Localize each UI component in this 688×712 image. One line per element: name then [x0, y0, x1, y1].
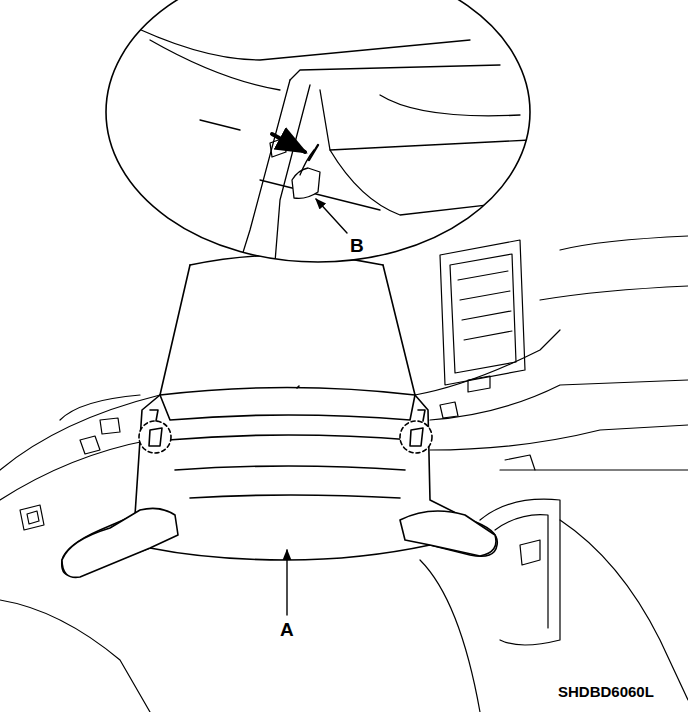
illustration-line — [560, 236, 688, 250]
illustration-line — [500, 469, 688, 470]
illustration-line — [150, 410, 425, 421]
illustration-line — [309, 145, 318, 160]
illustration-line — [200, 120, 240, 130]
illustration-line — [560, 520, 688, 700]
illustration-line — [420, 560, 480, 712]
illustration-line — [168, 435, 412, 440]
illustration-line — [410, 428, 423, 446]
illustration-line — [20, 505, 44, 530]
illustration-line — [400, 511, 496, 556]
illustration-line — [430, 425, 688, 450]
illustration-line — [0, 440, 150, 500]
illustration-line — [520, 540, 540, 565]
push-arrow — [272, 134, 305, 152]
illustration-line — [495, 515, 548, 628]
illustration-line — [440, 240, 525, 385]
illustration-line — [320, 90, 530, 150]
illustration-line — [380, 95, 520, 116]
part-label: A — [280, 620, 294, 639]
interior-trim — [0, 236, 688, 712]
illustration-line — [297, 386, 299, 388]
detail-circle — [106, 0, 530, 262]
detail-view — [120, 20, 530, 262]
illustration-line — [120, 20, 470, 60]
illustration-line — [0, 395, 160, 470]
illustration-line — [450, 254, 516, 373]
illustration-line — [383, 265, 415, 395]
illustration-line — [160, 265, 190, 395]
illustration-line — [430, 380, 688, 420]
illustration-line — [175, 466, 405, 470]
illustration-line — [100, 418, 120, 434]
leader-line — [316, 199, 347, 233]
illustration-line — [468, 376, 490, 392]
illustration-line — [292, 168, 320, 198]
detail-lens — [160, 255, 415, 395]
illustration-line — [190, 495, 400, 498]
illustration-line — [27, 511, 39, 524]
clip-circle — [139, 410, 432, 453]
illustration-line — [149, 428, 162, 446]
hand — [62, 508, 496, 577]
illustration-line — [260, 180, 380, 210]
illustration-line — [60, 395, 140, 420]
illustration-line — [505, 455, 535, 470]
illustration-line — [160, 395, 415, 420]
illustration-line — [240, 80, 290, 262]
leader-line — [286, 550, 287, 615]
illustration-line — [400, 421, 432, 453]
illustration-line — [80, 436, 100, 454]
illustration-line — [0, 600, 150, 712]
illustration-line — [458, 271, 512, 340]
illustration-line — [290, 65, 500, 80]
illustration-line — [62, 508, 178, 577]
illustration-line — [415, 330, 560, 395]
figure-code: SHDBD6060L — [558, 684, 654, 699]
illustration-line — [480, 499, 560, 645]
illustration-line — [139, 421, 171, 453]
illustration-line — [540, 286, 688, 300]
illustration-line — [440, 402, 458, 418]
part-label: B — [350, 236, 364, 255]
illustration-line — [150, 40, 280, 90]
